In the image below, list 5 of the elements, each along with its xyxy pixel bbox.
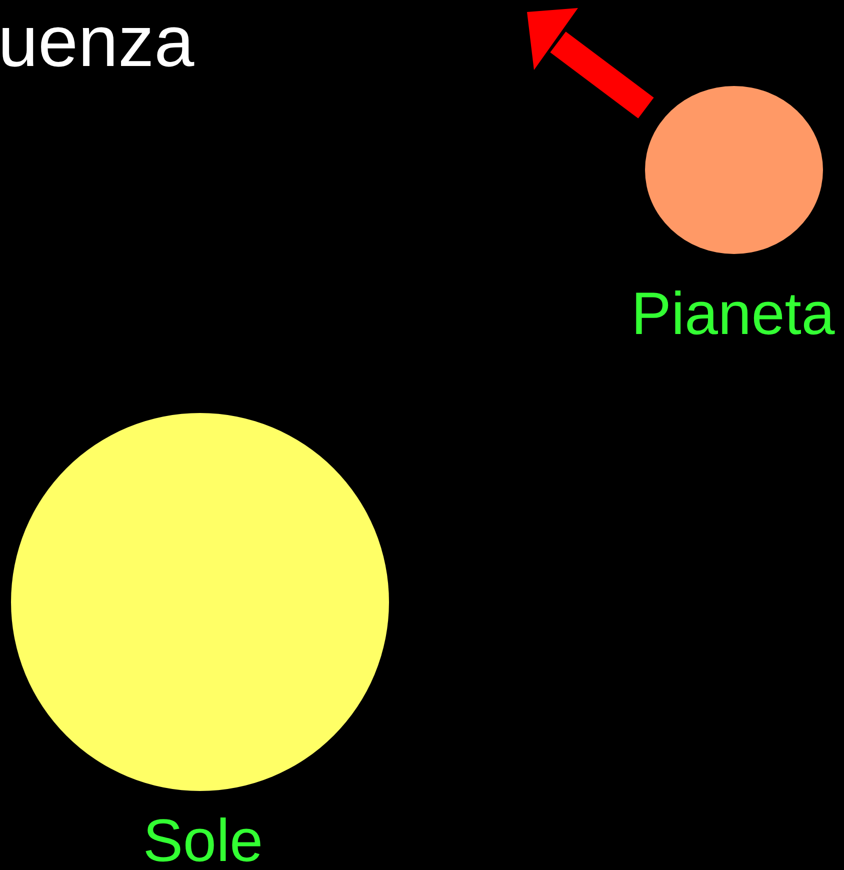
caption-label: Sole [142, 809, 264, 870]
caption-label: Pianeta [631, 282, 835, 346]
planet-circle [645, 86, 823, 254]
sun-circle [11, 413, 389, 791]
title: uenza [0, 2, 194, 82]
